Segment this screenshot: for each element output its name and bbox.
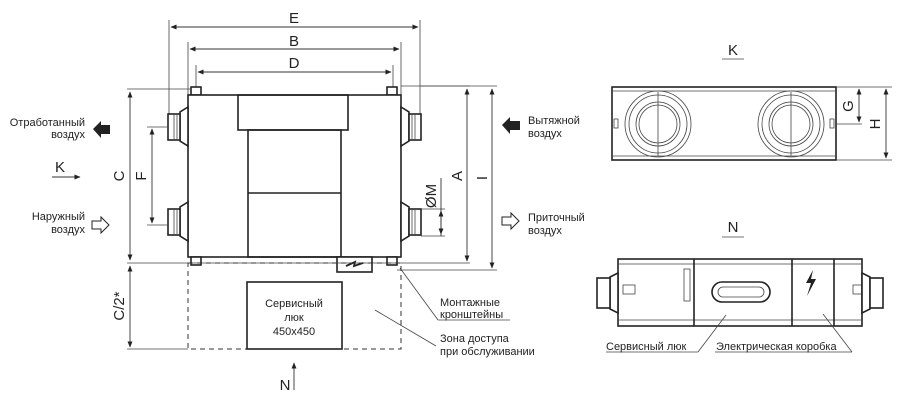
mounting-bracket xyxy=(190,256,202,266)
dimension-d-label: D xyxy=(289,55,300,72)
exhaust-out-line2: воздух xyxy=(51,129,85,141)
service-hatch-box xyxy=(246,281,343,350)
view-n-title: N xyxy=(728,219,739,236)
arrow-right-outline-icon xyxy=(91,215,110,235)
unit-body xyxy=(187,94,402,258)
k-view-body xyxy=(611,86,837,161)
extract-in-line1: Вытяжной xyxy=(528,115,580,127)
view-k-marker: K xyxy=(55,159,65,176)
duct-spigot-n-right xyxy=(861,271,884,315)
dimension-h-label: H xyxy=(867,119,884,130)
arrow-right-outline-icon xyxy=(501,211,520,231)
n-electrical-box-label: Электрическая коробка xyxy=(716,341,837,353)
duct-spigot-right-bottom xyxy=(400,200,422,243)
mounting-brackets-line1: Монтажные xyxy=(440,297,500,309)
leader-electrical-box xyxy=(822,313,853,353)
service-hatch-line3: 450x450 xyxy=(273,326,315,338)
lightning-icon xyxy=(345,260,364,268)
dimension-i-label: I xyxy=(474,176,491,180)
arrow-left-filled-icon xyxy=(93,121,110,138)
arrow-left-filled-icon xyxy=(502,117,520,134)
dimension-c2-label: C/2* xyxy=(111,291,128,320)
dimension-a-label: A xyxy=(449,171,466,181)
supply-out-line2: воздух xyxy=(528,225,562,237)
n-service-hatch-label: Сервисный люк xyxy=(606,341,687,353)
view-n-marker: N xyxy=(280,377,291,394)
view-n: N Сервисный люк Электрическая коробка xyxy=(596,219,884,353)
handle-slot xyxy=(711,281,771,303)
extract-in-line2: воздух xyxy=(528,128,562,140)
top-view: E B D xyxy=(10,10,585,394)
mounting-bracket xyxy=(386,86,398,96)
mounting-bracket xyxy=(190,86,202,96)
leader-brackets xyxy=(399,267,439,321)
service-hatch-line2: люк xyxy=(284,312,304,324)
duct-circle-left xyxy=(624,90,692,158)
duct-spigot-right-top xyxy=(400,105,422,148)
duct-spigot-n-left xyxy=(596,271,619,315)
lightning-icon xyxy=(806,270,816,296)
handle-slot-inner xyxy=(717,286,765,298)
duct-circle-right xyxy=(757,90,825,158)
dimension-c-label: C xyxy=(111,170,128,181)
mounting-bracket xyxy=(386,256,398,266)
supply-out-line1: Приточный xyxy=(528,212,585,224)
clip xyxy=(613,118,619,129)
latch xyxy=(683,268,691,302)
dimension-b-label: B xyxy=(289,33,299,50)
leader-service-hatch xyxy=(697,314,727,353)
view-k: K G H xyxy=(611,42,892,161)
clip xyxy=(829,118,835,129)
duct-spigot-left-bottom xyxy=(167,200,189,243)
duct-spigot-left-top xyxy=(167,105,189,148)
exhaust-out-line1: Отработанный xyxy=(10,117,85,129)
service-hatch-line1: Сервисный xyxy=(265,298,323,310)
view-k-title: K xyxy=(728,42,738,59)
clip xyxy=(622,284,636,295)
dimension-g-label: G xyxy=(840,100,857,112)
service-zone-line1: Зона доступа xyxy=(440,333,510,345)
outdoor-in-line2: воздух xyxy=(51,224,85,236)
dimension-f-label: F xyxy=(133,171,150,180)
leader-zone xyxy=(374,309,437,347)
outdoor-in-line1: Наружный xyxy=(32,211,85,223)
service-zone-line2: при обслуживании xyxy=(440,346,535,358)
mounting-brackets-line2: кронштейны xyxy=(440,309,503,321)
dimension-m-label: ØM xyxy=(423,184,440,208)
dimension-e-label: E xyxy=(289,10,299,27)
